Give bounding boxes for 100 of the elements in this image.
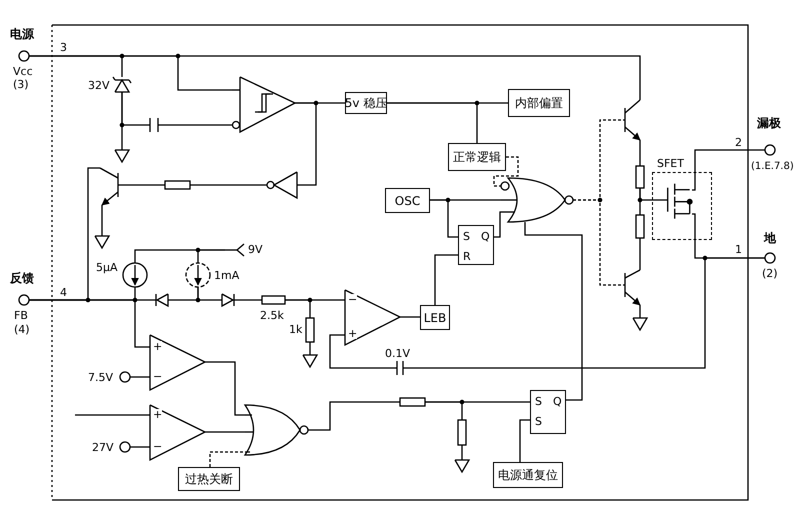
wire [121, 92, 150, 126]
current-label: 1mA [214, 270, 240, 281]
resistor-symbol [399, 397, 426, 407]
wire [692, 149, 765, 191]
voltage-label: 27V [92, 442, 114, 453]
wire [524, 222, 583, 401]
ground-symbol [632, 317, 648, 332]
pin-number: 1 [735, 244, 742, 255]
supply-terminal-symbol [225, 244, 244, 256]
wire [639, 305, 641, 318]
wire [387, 102, 478, 143]
function-block [508, 89, 570, 117]
logic-gate-symbol [244, 404, 309, 456]
wire [234, 299, 262, 301]
block-label: 5v 稳压 [344, 97, 388, 109]
wire [205, 361, 245, 416]
amplifier-symbol [232, 76, 296, 134]
amplifier-symbol [344, 288, 402, 346]
function-block [385, 188, 430, 213]
function-block [493, 462, 563, 488]
wire [75, 414, 150, 416]
voltage-label: 32V [88, 80, 110, 91]
pin-number: 2 [735, 137, 742, 148]
voltage-label: 7.5V [88, 372, 114, 383]
terminal-symbol [119, 441, 131, 453]
wire [639, 188, 668, 201]
current-label: 5μA [96, 262, 118, 273]
pin-name: 反馈 [10, 272, 34, 284]
current-source-symbol [122, 262, 148, 288]
wire [519, 419, 530, 462]
amplifier-symbol [149, 404, 206, 462]
wire [494, 211, 502, 238]
pin-name: Vcc [13, 66, 33, 77]
resistor-symbol [635, 165, 645, 189]
wire [209, 451, 245, 467]
flip-flop-block [458, 225, 494, 265]
wire [101, 205, 103, 236]
block-label: OSC [394, 194, 420, 206]
pin-name: FB [14, 310, 28, 321]
wire [158, 124, 232, 126]
wire [430, 199, 501, 201]
current-source-symbol [185, 262, 211, 288]
terminal-symbol [764, 252, 776, 264]
terminal-symbol [18, 50, 30, 62]
input-sign: + [153, 341, 162, 352]
capacitor-symbol [149, 118, 159, 132]
wire [29, 299, 150, 348]
wire [118, 184, 165, 186]
pin-label: Q [481, 231, 490, 242]
pin-label: S [535, 396, 542, 407]
diode-symbol [155, 292, 169, 308]
resistor-value: 1k [289, 324, 302, 335]
pin-number: 4 [60, 287, 67, 298]
ground-symbol [454, 459, 470, 474]
wire [308, 401, 400, 431]
wire [205, 431, 245, 433]
function-block [420, 305, 450, 330]
wire [130, 376, 150, 378]
pin-label: R [463, 251, 471, 262]
wire [190, 184, 267, 186]
pin-number: (1.E.7.8) [751, 162, 794, 172]
resistor-value: 2.5k [260, 310, 284, 321]
block-label: 电源通复位 [498, 469, 558, 481]
wire [573, 199, 625, 286]
flip-flop-block [530, 390, 566, 434]
wire [493, 156, 519, 187]
pin-number: 3 [60, 42, 67, 53]
wire [425, 401, 530, 403]
pin-name: 地 [764, 232, 776, 244]
resistor-symbol [164, 180, 191, 190]
wire [130, 446, 150, 448]
wire [639, 140, 641, 166]
pin-label: Q [553, 396, 562, 407]
wire [309, 342, 311, 355]
function-block [178, 467, 240, 491]
block-label: 内部偏置 [515, 97, 563, 109]
ground-symbol [302, 354, 318, 368]
capacitor-symbol [396, 361, 404, 375]
terminal-symbol [119, 371, 131, 383]
pin-number: (3) [13, 79, 29, 90]
input-sign: + [153, 409, 162, 420]
block-label: 过热关断 [185, 473, 233, 485]
ground-symbol [94, 235, 110, 250]
resistor-symbol [635, 214, 645, 239]
diode-symbol [112, 76, 132, 93]
wire [461, 445, 463, 460]
function-block [345, 92, 387, 114]
transistor-symbol [624, 100, 641, 140]
voltage-label: 0.1V [385, 348, 410, 359]
input-sign: + [348, 328, 358, 339]
terminal-symbol [764, 144, 776, 156]
wire [692, 213, 765, 259]
resistor-symbol [261, 295, 286, 305]
resistor-symbol [457, 419, 467, 446]
pin-number: (2) [762, 268, 778, 279]
wire [285, 299, 345, 301]
wire [197, 249, 225, 263]
wire [29, 55, 641, 100]
mosfet-symbol [667, 184, 693, 219]
amplifier-symbol [149, 334, 206, 392]
